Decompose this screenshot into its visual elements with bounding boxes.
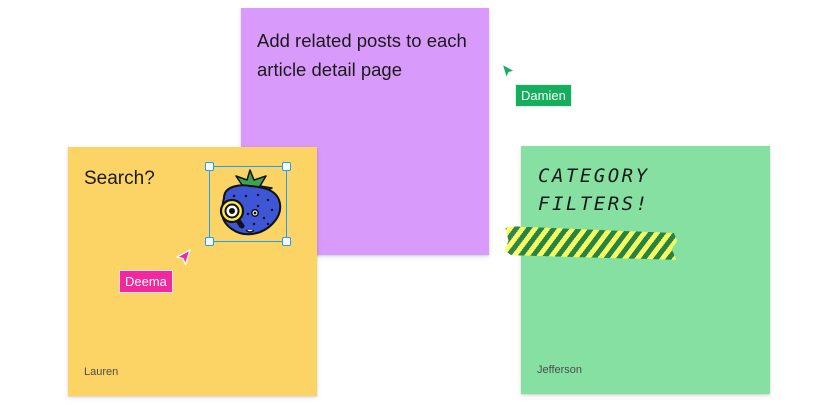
sticky-note-text: Search? bbox=[84, 168, 155, 189]
resize-handle-top-left[interactable] bbox=[205, 162, 214, 171]
resize-handle-bottom-right[interactable] bbox=[282, 237, 291, 246]
resize-handle-top-right[interactable] bbox=[282, 162, 291, 171]
sticky-note-text: Add related posts to each article detail… bbox=[257, 30, 467, 80]
sticky-note-green[interactable]: Category Filters! Jefferson bbox=[521, 146, 770, 394]
collaborator-name-tag: Damien bbox=[515, 84, 572, 107]
sticky-note-author: Jefferson bbox=[537, 364, 583, 376]
strawberry-with-magnifier-icon[interactable] bbox=[210, 166, 286, 242]
resize-handle-bottom-left[interactable] bbox=[205, 237, 214, 246]
sticky-note-author: Lauren bbox=[84, 366, 119, 378]
selection-box[interactable] bbox=[205, 162, 291, 246]
sticky-note-yellow[interactable]: Search? Lauren bbox=[68, 147, 317, 396]
collaborator-cursor-icon bbox=[176, 249, 191, 266]
collaborator-name-tag: Deema bbox=[119, 270, 173, 293]
sticky-note-text: Category Filters! bbox=[538, 165, 650, 215]
collaborator-cursor-icon bbox=[501, 63, 516, 80]
